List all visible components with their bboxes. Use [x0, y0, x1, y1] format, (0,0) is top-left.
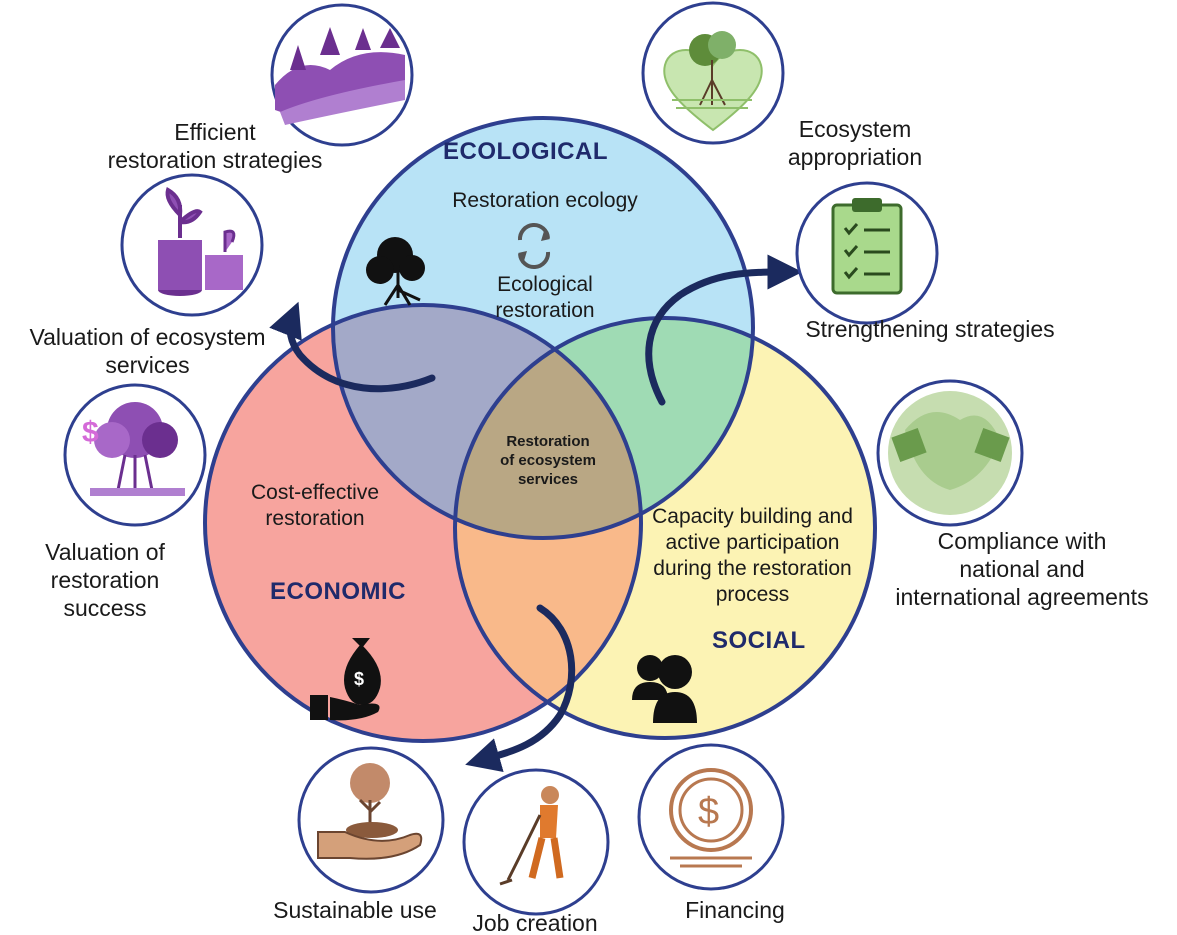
restoration-ecology-label: Restoration ecology	[452, 189, 638, 212]
svg-text:$: $	[354, 669, 364, 689]
economic-heading: ECONOMIC	[270, 578, 406, 605]
financing-label: Financing	[685, 897, 785, 923]
strengthening-label: Strengthening strategies	[805, 316, 1055, 342]
ecological-restoration-label: Ecological restoration	[495, 273, 595, 322]
money-bag-hand-icon: $	[310, 638, 381, 721]
arrow-to-valuation	[269, 301, 436, 393]
cost-effective-label: Cost-effective restoration	[251, 481, 379, 530]
dollar-coin-icon: $	[637, 743, 785, 891]
heart-mangrove-icon	[641, 1, 785, 145]
job-label: Job creation	[472, 910, 598, 935]
handshake-globe-icon	[876, 379, 1024, 527]
compliance-label: Compliance with national and internation…	[895, 528, 1149, 610]
worker-icon	[462, 768, 610, 916]
appropriation-label: Ecosystem appropriation	[787, 116, 923, 170]
mangrove-tree-icon	[366, 237, 425, 306]
sustainable-label: Sustainable use	[273, 897, 437, 923]
capacity-building-label: Capacity building and active participati…	[652, 505, 853, 606]
valuation-services-label: Valuation of ecosystem services	[29, 324, 266, 378]
center-label: Restoration of ecosystem services	[500, 433, 596, 488]
hand-tree-icon	[297, 746, 445, 894]
cycle-arrows-icon	[517, 222, 551, 270]
ecological-heading: ECOLOGICAL	[443, 138, 608, 165]
svg-text:$: $	[82, 416, 99, 449]
center-overlap	[455, 318, 641, 538]
coin-plant-icon	[120, 173, 264, 317]
svg-text:$: $	[698, 791, 719, 833]
efficient-label: Efficient restoration strategies	[107, 119, 323, 173]
money-mangrove-icon: $	[63, 383, 207, 527]
social-heading: SOCIAL	[712, 627, 806, 654]
arrow-to-sustainable	[465, 604, 576, 773]
rainforest-icon	[270, 3, 414, 147]
valuation-success-label: Valuation of restoration success	[45, 539, 165, 621]
people-icon	[632, 655, 697, 723]
arrow-to-strengthening	[645, 254, 803, 406]
clipboard-checklist-icon	[795, 181, 939, 325]
